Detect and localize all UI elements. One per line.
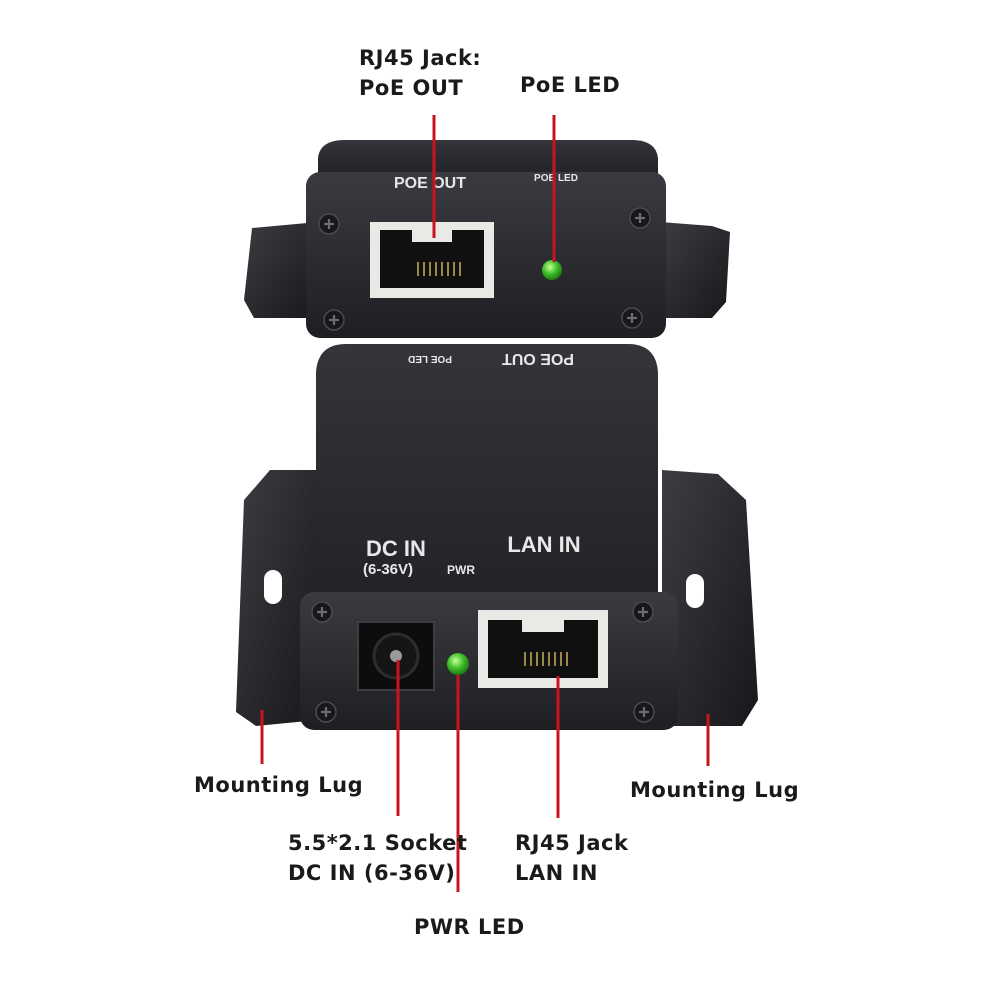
- leader-lines: [260, 115, 710, 892]
- screw-icon: [317, 212, 341, 236]
- right-lug-slot: [686, 574, 704, 608]
- silk-poe-out: POE OUT: [394, 175, 466, 192]
- silk-dc-in: DC IN: [366, 536, 426, 561]
- dc-power-socket: [357, 621, 435, 691]
- callout-rj45-lan-in: RJ45 Jack LAN IN: [515, 828, 628, 888]
- silk-lan-in: LAN IN: [507, 532, 580, 557]
- bottom-unit-top-face: [316, 344, 658, 600]
- screw-icon: [620, 306, 644, 330]
- silk-pwr: PWR: [447, 563, 475, 577]
- screw-icon: [631, 600, 655, 624]
- top-unit-top-face: [318, 140, 658, 175]
- callout-mounting-lug-left: Mounting Lug: [194, 773, 364, 797]
- screw-icon: [314, 700, 338, 724]
- callout-dc-socket-line1: 5.5*2.1 Socket: [288, 831, 468, 855]
- callout-dc-socket-line2: DC IN (6-36V): [288, 861, 456, 885]
- silk-dc-range: (6-36V): [363, 561, 413, 578]
- pwr-led-light: [447, 653, 469, 675]
- callout-poe-led: PoE LED: [520, 73, 621, 97]
- silk-back-poe-out: POE OUT: [502, 350, 574, 367]
- screw-icon: [322, 308, 346, 332]
- callout-rj45-poe-out: RJ45 Jack: PoE OUT: [359, 43, 481, 103]
- screw-icon: [632, 700, 656, 724]
- callout-rj45-in-line1: RJ45 Jack: [515, 831, 629, 855]
- silk-poe-led: POE LED: [534, 173, 578, 184]
- callout-rj45-out-line2: PoE OUT: [359, 76, 464, 100]
- rj45-lan-in-jack: [478, 610, 608, 688]
- screw-icon: [310, 600, 334, 624]
- callout-rj45-in-line2: LAN IN: [515, 861, 598, 885]
- callout-rj45-out-line1: RJ45 Jack:: [359, 46, 482, 70]
- poe-out-unit: POE OUT POE LED: [244, 140, 730, 338]
- bottom-right-lug: [662, 470, 758, 726]
- poe-led-light: [542, 260, 562, 280]
- top-right-lug: [660, 222, 730, 318]
- lan-in-unit: POE LED POE OUT DC IN (6-36V) PWR LAN IN: [236, 344, 758, 730]
- callout-dc-socket: 5.5*2.1 Socket DC IN (6-36V): [288, 828, 467, 888]
- top-left-lug: [244, 222, 318, 318]
- silk-back-poe-led: POE LED: [408, 353, 452, 364]
- rj45-poe-out-jack: [370, 222, 494, 298]
- callout-pwr-led: PWR LED: [414, 915, 525, 939]
- screw-icon: [628, 206, 652, 230]
- left-lug-slot: [264, 570, 282, 604]
- callout-mounting-lug-right: Mounting Lug: [630, 778, 800, 802]
